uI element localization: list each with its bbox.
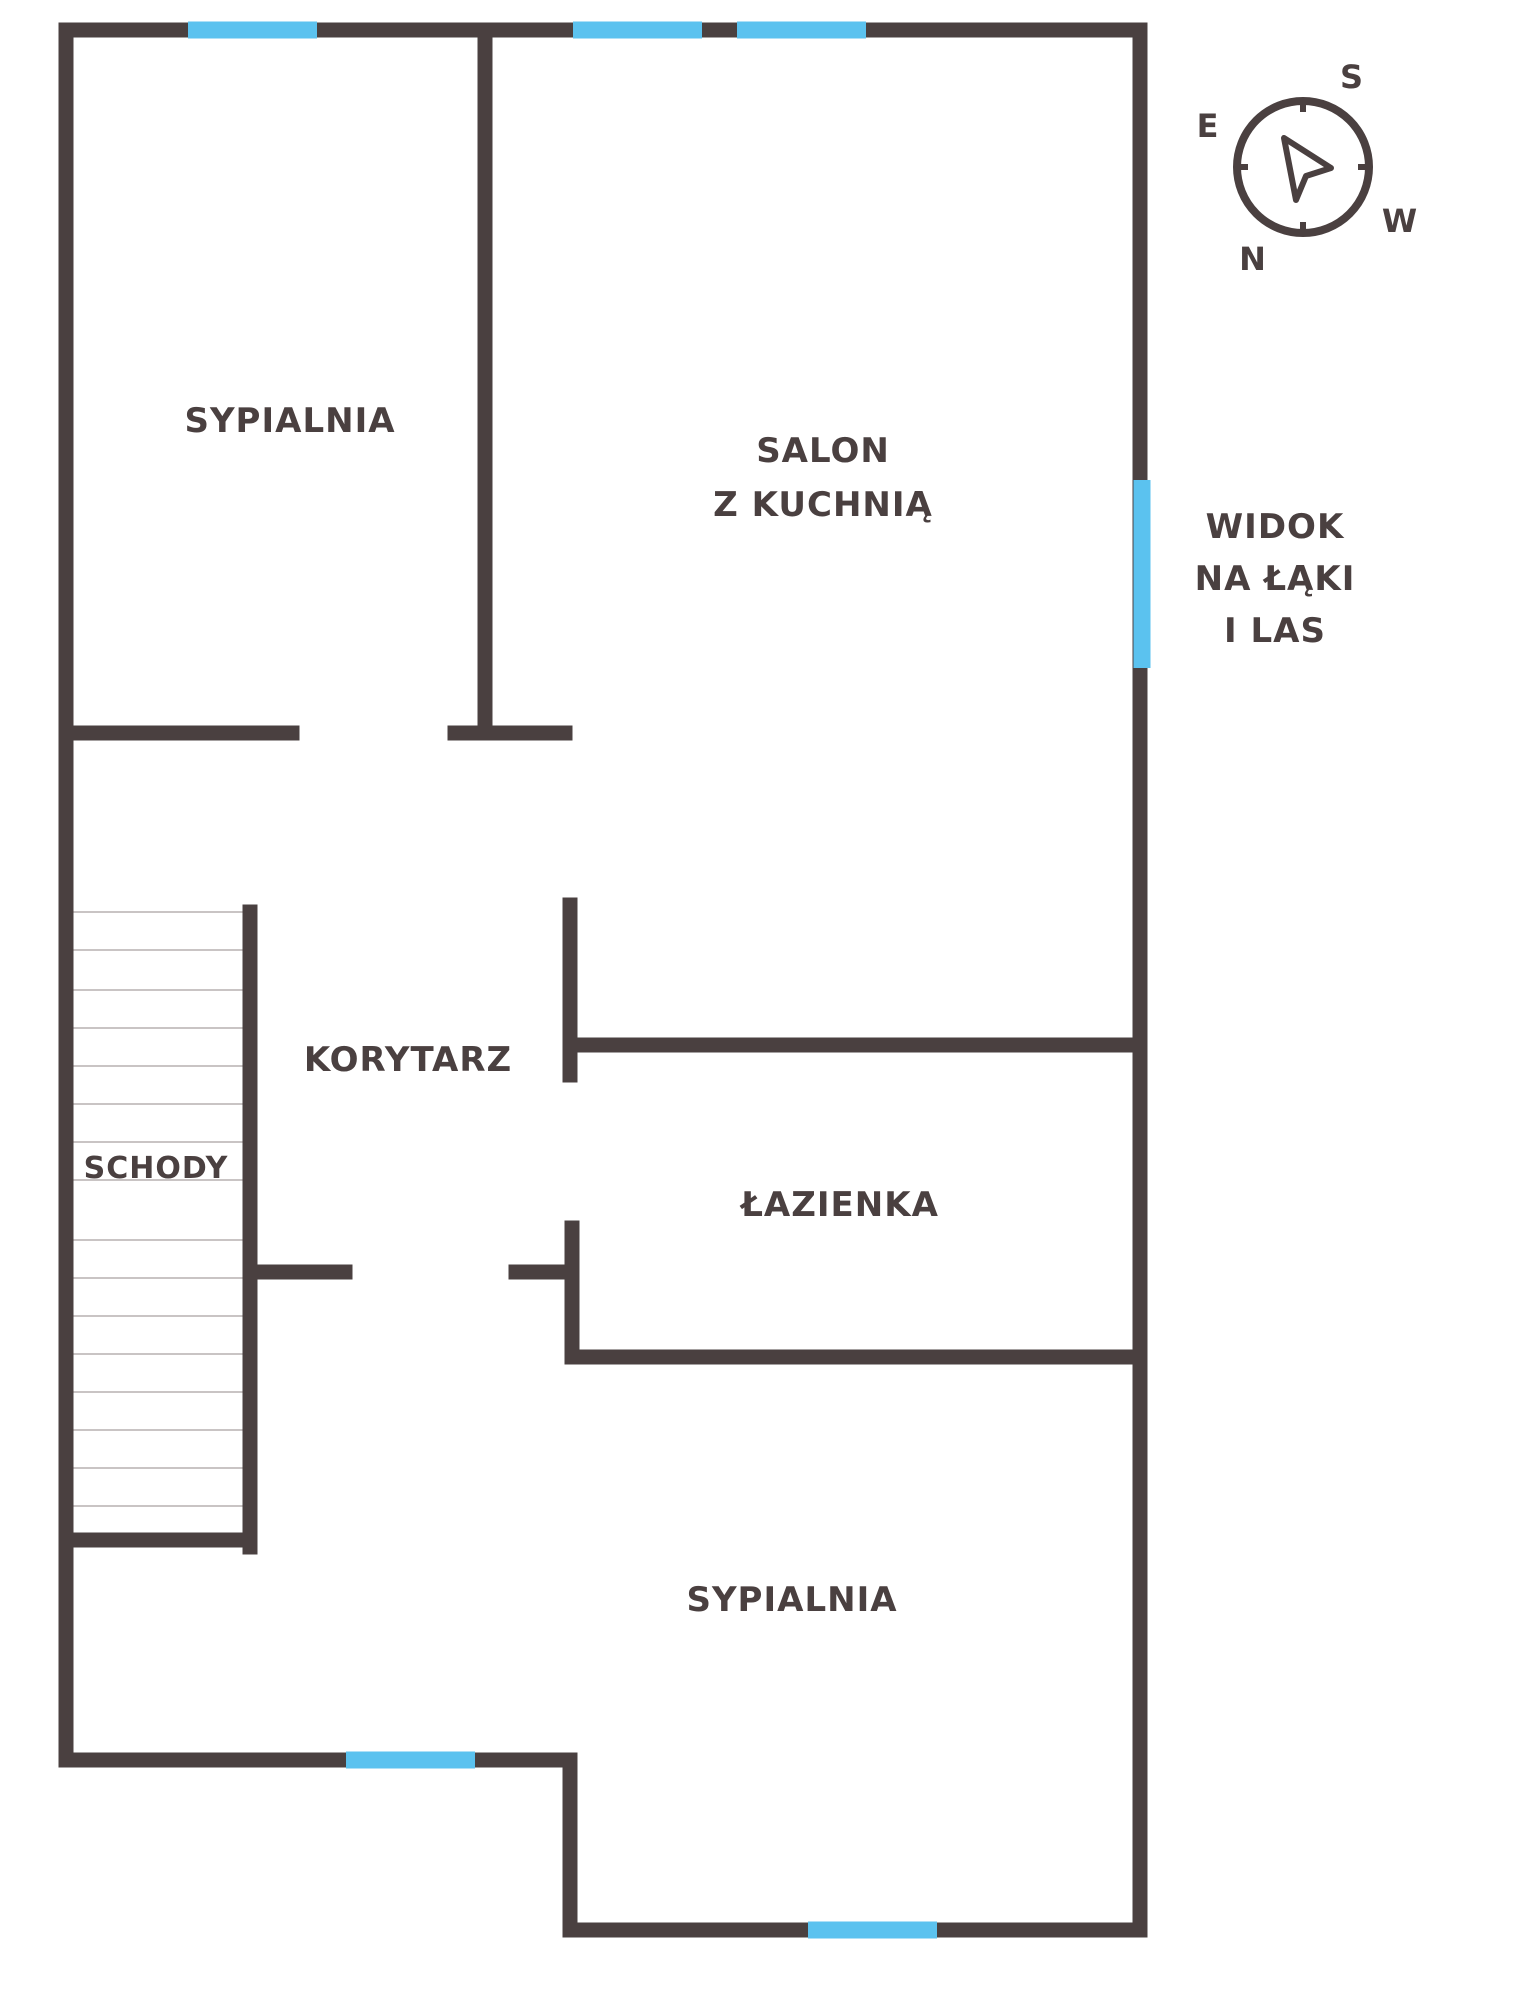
room-label-stairs: SCHODY	[84, 1151, 229, 1186]
room-label-bathroom: ŁAZIENKA	[739, 1185, 939, 1225]
windows	[188, 21, 1151, 1939]
outer-wall	[58, 22, 1148, 1938]
room-label-living-line2: Z KUCHNIĄ	[713, 485, 933, 525]
room-label-bedroom-top: SYPIALNIA	[184, 401, 395, 441]
walls	[58, 22, 1148, 1938]
compass-icon	[1233, 97, 1373, 237]
compass-north: N	[1239, 240, 1267, 278]
view-note-line3: I LAS	[1224, 611, 1326, 651]
room-label-bedroom-bottom: SYPIALNIA	[686, 1580, 897, 1620]
room-label-living-line1: SALON	[756, 431, 890, 471]
view-note-line2: NA ŁĄKI	[1195, 559, 1356, 599]
compass-west: W	[1382, 202, 1418, 240]
stairs-treads	[73, 911, 243, 1507]
room-label-corridor: KORYTARZ	[304, 1040, 512, 1080]
compass-south: S	[1340, 58, 1364, 96]
view-note-line1: WIDOK	[1206, 507, 1345, 547]
compass-east: E	[1197, 107, 1220, 145]
